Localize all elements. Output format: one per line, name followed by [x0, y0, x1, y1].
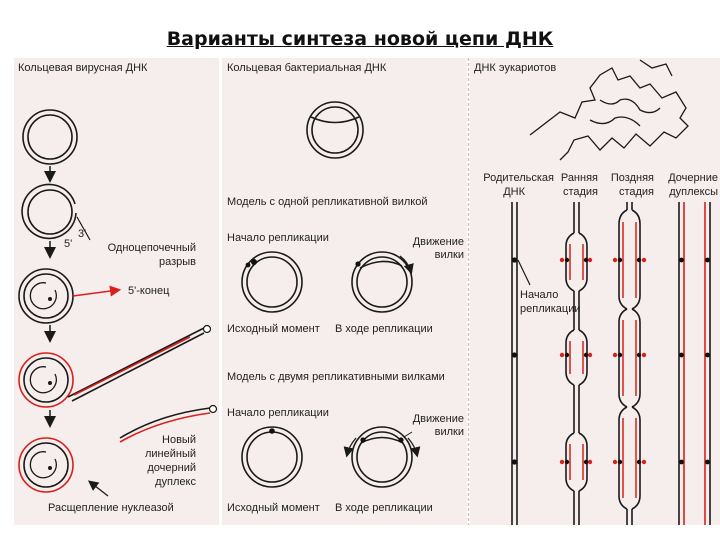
origin-dot: [269, 428, 275, 434]
eukaryotic-early-strand: [565, 202, 588, 525]
bacterial-top-circle: [306, 101, 364, 159]
two-fork-initial-circle: [241, 426, 303, 488]
late-stage-line2: стадия: [618, 186, 654, 198]
daughter-duplexes-line2: дуплексы: [669, 186, 718, 198]
nuclease-label: Расщепление нуклеазой: [48, 502, 174, 514]
daughter-label-line4: дуплекс: [155, 476, 196, 488]
two-fork-move-line1: Движение: [412, 413, 464, 425]
eukaryotic-late-strand: [618, 202, 641, 525]
viral-circle-5: [18, 407, 211, 493]
one-fork-move-line2: вилки: [434, 249, 464, 261]
early-stage-line1: Ранняя: [560, 172, 598, 184]
two-fork-start-label: Начало репликации: [227, 407, 329, 419]
origin-label-line2: репликации: [520, 303, 581, 315]
two-fork-model-title: Модель с двумя репликативными вилками: [227, 371, 445, 383]
one-fork-initial-circle: [241, 251, 303, 313]
origin-label-line1: Начало: [520, 289, 559, 301]
eukaryotic-daughter-duplexes: [678, 202, 711, 525]
eukaryotic-header: ДНК эукариотов: [474, 62, 557, 74]
one-fork-initial-label: Исходный момент: [227, 323, 320, 335]
daughter-label-line3: дочерний: [147, 462, 196, 474]
one-fork-move-line1: Движение: [412, 236, 464, 248]
nick-label-line1: Одноцепочечный: [107, 242, 196, 254]
origin-dot: [251, 259, 257, 265]
viral-circle-1: [22, 109, 78, 165]
one-fork-during-circle: [351, 251, 413, 313]
nick-pointer: [76, 216, 91, 241]
parent-dna-line1: Родительская: [483, 172, 554, 184]
daughter-label-line2: линейный: [144, 448, 196, 460]
one-fork-during-label: В ходе репликации: [335, 323, 433, 335]
label-3-prime: 3': [78, 228, 87, 240]
label-5-prime: 5': [64, 238, 73, 250]
viral-circle-4: [18, 327, 205, 408]
late-stage-line1: Поздняя: [610, 172, 654, 184]
viral-circle-3: [18, 268, 74, 324]
viral-header: Кольцевая вирусная ДНК: [18, 62, 148, 74]
daughter-duplexes-line1: Дочерние: [668, 172, 718, 184]
eukaryotic-chromatin: [529, 59, 689, 161]
origin-dot: [245, 262, 251, 268]
diagram-title: Варианты синтеза новой цепи ДНК: [166, 28, 554, 50]
two-fork-during-label: В ходе репликации: [335, 502, 433, 514]
parent-dna-line2: ДНК: [503, 186, 525, 198]
eukaryotic-parent-strand: [511, 202, 518, 525]
nick-label-line2: разрыв: [158, 256, 196, 268]
early-stage-line2: стадия: [562, 186, 598, 198]
daughter-label-line1: Новый: [162, 434, 196, 446]
viral-circle-2: [21, 183, 77, 240]
two-fork-move-line2: вилки: [434, 426, 464, 438]
two-fork-initial-label: Исходный момент: [227, 502, 320, 514]
one-fork-model-title: Модель с одной репликативной вилкой: [227, 196, 428, 208]
eukaryotic-late-new-strands: [622, 222, 637, 498]
bacterial-header: Кольцевая бактериальная ДНК: [227, 62, 387, 74]
five-prime-end-label: 5'-конец: [128, 285, 170, 297]
eukaryotic-early-new-strands: [569, 244, 584, 480]
one-fork-start-label: Начало репликации: [227, 232, 329, 244]
